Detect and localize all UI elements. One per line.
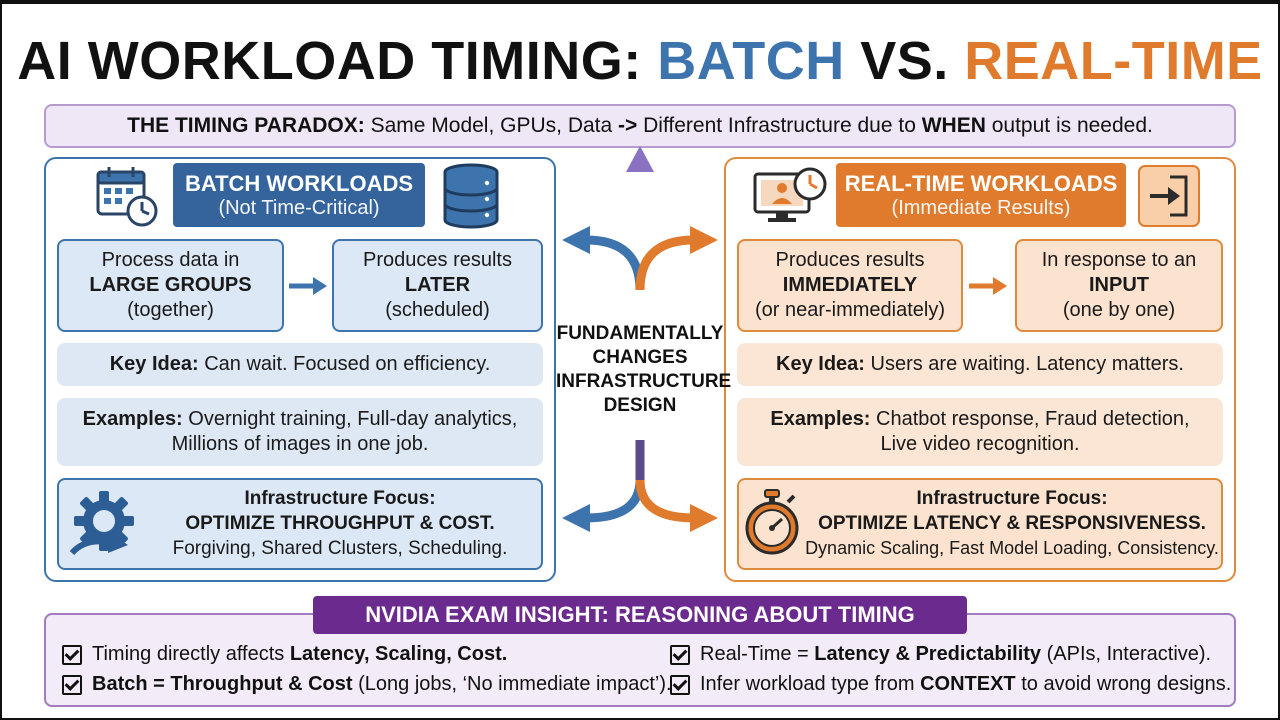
insight-item4-pre: Infer workload type from (700, 673, 921, 695)
paradox-text2: Different Infrastructure due to (637, 114, 922, 137)
realtime-box1-line3: (or near-immediately) (754, 299, 946, 321)
title-realtime: REAL-TIME (964, 31, 1263, 91)
batch-examples: Examples: Overnight training, Full-day a… (57, 398, 543, 466)
paradox-text1: Same Model, GPUs, Data (364, 114, 619, 137)
realtime-header-title: REAL-TIME WORKLOADS (844, 170, 1118, 196)
realtime-box2-line3: (one by one) (1062, 299, 1176, 321)
page-title: AI WORKLOAD TIMING: BATCH VS. REAL-TIME (0, 30, 1280, 92)
batch-box2-line3: (scheduled) (385, 299, 490, 321)
realtime-box1-line1: Produces results (775, 249, 925, 271)
realtime-header: REAL-TIME WORKLOADS (Immediate Results) (836, 163, 1126, 227)
batch-header-title: BATCH WORKLOADS (184, 170, 414, 196)
insight-item2-post: (Long jobs, ‘No immediate impact’). (352, 673, 672, 695)
center-line3: INFRASTRUCTURE (556, 371, 732, 392)
login-icon (1138, 165, 1200, 227)
insight-item-4: Infer workload type from CONTEXT to avoi… (670, 673, 1231, 696)
realtime-infrastructure-focus (737, 478, 1223, 570)
realtime-examples-label: Examples: (770, 408, 871, 430)
insight-item4-post: to avoid wrong designs. (1015, 673, 1232, 695)
batch-key-idea: Key Idea: Can wait. Focused on efficienc… (57, 343, 543, 386)
realtime-key-label: Key Idea: (776, 353, 865, 375)
batch-process-box: Process data in LARGE GROUPS (together) (57, 239, 284, 332)
insight-item1-pre: Timing directly affects (92, 643, 290, 665)
realtime-key-idea: Key Idea: Users are waiting. Latency mat… (737, 343, 1223, 386)
paradox-arrow: -> (618, 114, 638, 137)
batch-key-text: Can wait. Focused on efficiency. (198, 353, 491, 375)
realtime-focus-main: OPTIMIZE LATENCY & RESPONSIVENESS. (818, 513, 1206, 534)
realtime-header-sub: (Immediate Results) (891, 196, 1071, 219)
checkbox-icon (670, 674, 690, 695)
realtime-box2-line1: In response to an (1041, 249, 1197, 271)
realtime-key-text: Users are waiting. Latency matters. (864, 353, 1184, 375)
title-vs: VS. (844, 31, 965, 91)
realtime-focus-text: Infrastructure Focus: OPTIMIZE LATENCY &… (790, 486, 1234, 561)
center-connector-arrows (562, 146, 718, 532)
realtime-results-box: Produces results IMMEDIATELY (or near-im… (737, 239, 963, 332)
checkbox-icon (62, 644, 82, 665)
batch-box1-line3: (together) (127, 299, 214, 321)
batch-focus-text: Infrastructure Focus: OPTIMIZE THROUGHPU… (140, 486, 540, 561)
center-line1: FUNDAMENTALLY (556, 323, 724, 344)
realtime-focus-title: Infrastructure Focus: (916, 488, 1108, 509)
paradox-when: WHEN (921, 114, 986, 137)
batch-header-sub: (Not Time-Critical) (218, 196, 380, 219)
realtime-box1-line2: IMMEDIATELY (782, 274, 918, 296)
insight-item-2: Batch = Throughput & Cost (Long jobs, ‘N… (62, 673, 672, 696)
center-line4: DESIGN (603, 395, 677, 416)
insight-item3-pre: Real-Time = (700, 643, 815, 665)
database-icon (443, 163, 499, 229)
realtime-focus-sub: Dynamic Scaling, Fast Model Loading, Con… (805, 538, 1219, 558)
batch-box1-line2: LARGE GROUPS (89, 274, 252, 296)
exam-insight-header: NVIDIA EXAM INSIGHT: REASONING ABOUT TIM… (313, 596, 967, 634)
insight-item-1: Timing directly affects Latency, Scaling… (62, 643, 507, 666)
paradox-label: THE TIMING PARADOX: (127, 114, 365, 137)
batch-focus-main: OPTIMIZE THROUGHPUT & COST. (185, 513, 495, 534)
batch-examples-line2: Millions of images in one job. (171, 433, 429, 455)
batch-flow-arrow-icon (289, 277, 327, 295)
insight-item3-post: (APIs, Interactive). (1041, 643, 1212, 665)
realtime-examples-line2: Live video recognition. (880, 433, 1080, 455)
batch-examples-label: Examples: (82, 408, 183, 430)
stopwatch-icon (745, 489, 799, 555)
insight-item2-bold: Batch = Throughput & Cost (92, 673, 353, 695)
realtime-box2-line2: INPUT (1089, 274, 1149, 296)
realtime-examples: Examples: Chatbot response, Fraud detect… (737, 398, 1223, 466)
batch-results-box: Produces results LATER (scheduled) (332, 239, 543, 332)
title-part1: AI WORKLOAD TIMING: (17, 31, 658, 91)
center-statement: FUNDAMENTALLY CHANGES INFRASTRUCTURE DES… (556, 322, 732, 418)
insight-item-3: Real-Time = Latency & Predictability (AP… (670, 643, 1211, 666)
batch-examples-line1: Overnight training, Full-day analytics, (182, 408, 518, 430)
checkbox-icon (62, 674, 82, 695)
insight-item1-bold: Latency, Scaling, Cost. (289, 643, 508, 665)
computer-clock-icon (753, 167, 827, 222)
batch-box2-line1: Produces results (363, 249, 512, 271)
batch-infrastructure-focus (57, 478, 543, 570)
calendar-clock-icon (96, 167, 158, 227)
checkbox-icon (670, 644, 690, 665)
batch-focus-sub: Forgiving, Shared Clusters, Scheduling. (172, 538, 508, 559)
realtime-examples-line1: Chatbot response, Fraud detection, (870, 408, 1190, 430)
batch-box2-line2: LATER (404, 274, 471, 296)
insight-item4-bold: CONTEXT (920, 673, 1016, 695)
batch-header: BATCH WORKLOADS (Not Time-Critical) (173, 163, 425, 227)
realtime-input-box: In response to an INPUT (one by one) (1015, 239, 1223, 332)
insight-item3-bold: Latency & Predictability (814, 643, 1042, 665)
batch-key-label: Key Idea: (109, 353, 199, 375)
paradox-text3: output is needed. (985, 114, 1153, 137)
center-line2: CHANGES (592, 347, 688, 368)
realtime-flow-arrow-icon (969, 277, 1007, 295)
gear-cycle-icon (69, 491, 134, 556)
batch-box1-line1: Process data in (101, 249, 240, 271)
title-batch: BATCH (657, 31, 845, 91)
batch-focus-title: Infrastructure Focus: (244, 488, 436, 509)
